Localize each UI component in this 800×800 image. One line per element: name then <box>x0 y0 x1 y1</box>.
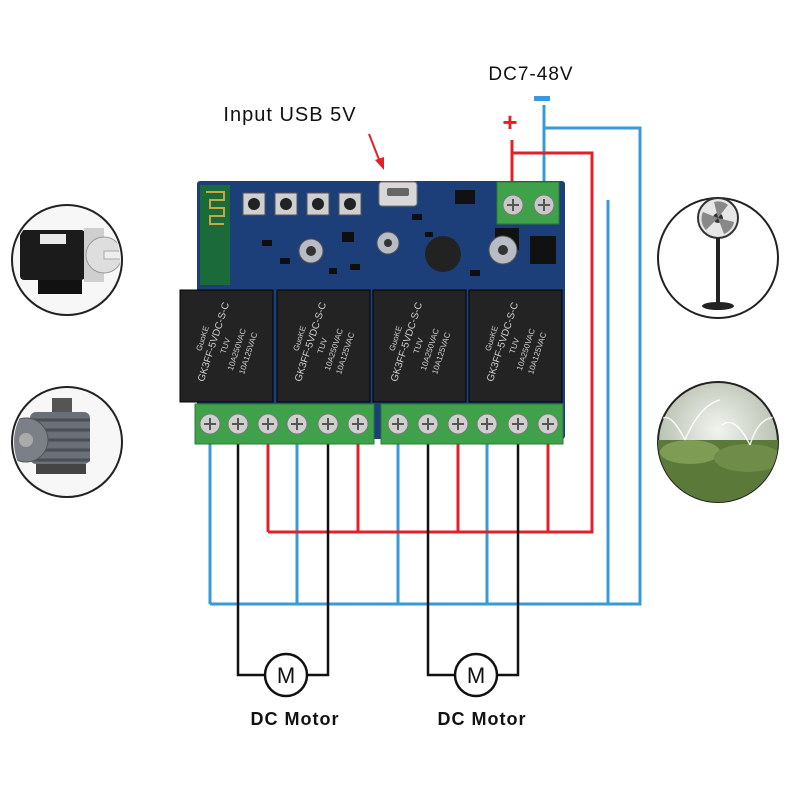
motor-right-symbol-text: M <box>467 663 485 688</box>
minus-sign <box>534 96 550 101</box>
motor-left-symbol <box>263 652 309 698</box>
motor-right-symbol <box>453 652 499 698</box>
plus-sign: + <box>502 107 517 137</box>
negative-wires <box>208 105 642 606</box>
usb-arrow <box>368 133 384 170</box>
positive-bus-wire <box>268 140 594 534</box>
dc-motor-photo <box>11 204 123 316</box>
ac-motor-photo <box>11 386 123 498</box>
capacitors <box>298 231 518 265</box>
usb-input-label: Input USB 5V <box>223 104 356 126</box>
button-2-icon <box>280 198 292 210</box>
relay-1-body <box>179 289 274 403</box>
motor-right-label: DC Motor <box>438 709 527 729</box>
motor-left-symbol-text: M <box>277 663 295 688</box>
motor-wires <box>236 432 520 677</box>
inductor <box>425 236 461 272</box>
power-terminal <box>496 181 560 225</box>
ic-chip <box>455 190 475 204</box>
motor-left-wire-b <box>307 432 330 677</box>
motor-left-label: DC Motor <box>251 709 340 729</box>
regulator-chip-2 <box>530 236 556 264</box>
relay-2-body <box>276 289 371 403</box>
motor-right-wire-b <box>497 432 520 677</box>
relays: GuoKEGK3FF-5VDC-S-CTUV10A250VAC10A125VAC… <box>179 289 563 403</box>
terminal-block-right <box>380 403 564 445</box>
motor-left: M DC Motor <box>251 652 340 729</box>
dc-supply-label: DC7-48V <box>488 64 573 85</box>
motor-left-wire-a <box>236 432 265 677</box>
motor-right: M DC Motor <box>438 652 527 729</box>
relay-3-body <box>372 289 467 403</box>
terminal-blocks <box>194 403 564 445</box>
button-3-icon <box>312 198 324 210</box>
relay-4-body <box>468 289 563 403</box>
negative-bus-wire <box>210 105 642 606</box>
push-buttons <box>242 192 362 216</box>
wifi-module <box>200 185 230 285</box>
motor-right-wire-a <box>426 432 455 677</box>
button-4-icon <box>344 198 356 210</box>
terminal-block-left <box>194 403 375 445</box>
sprinkler-photo <box>657 381 779 503</box>
button-1-icon <box>248 198 260 210</box>
standing-fan-photo <box>657 197 779 319</box>
positive-wires <box>266 140 594 534</box>
